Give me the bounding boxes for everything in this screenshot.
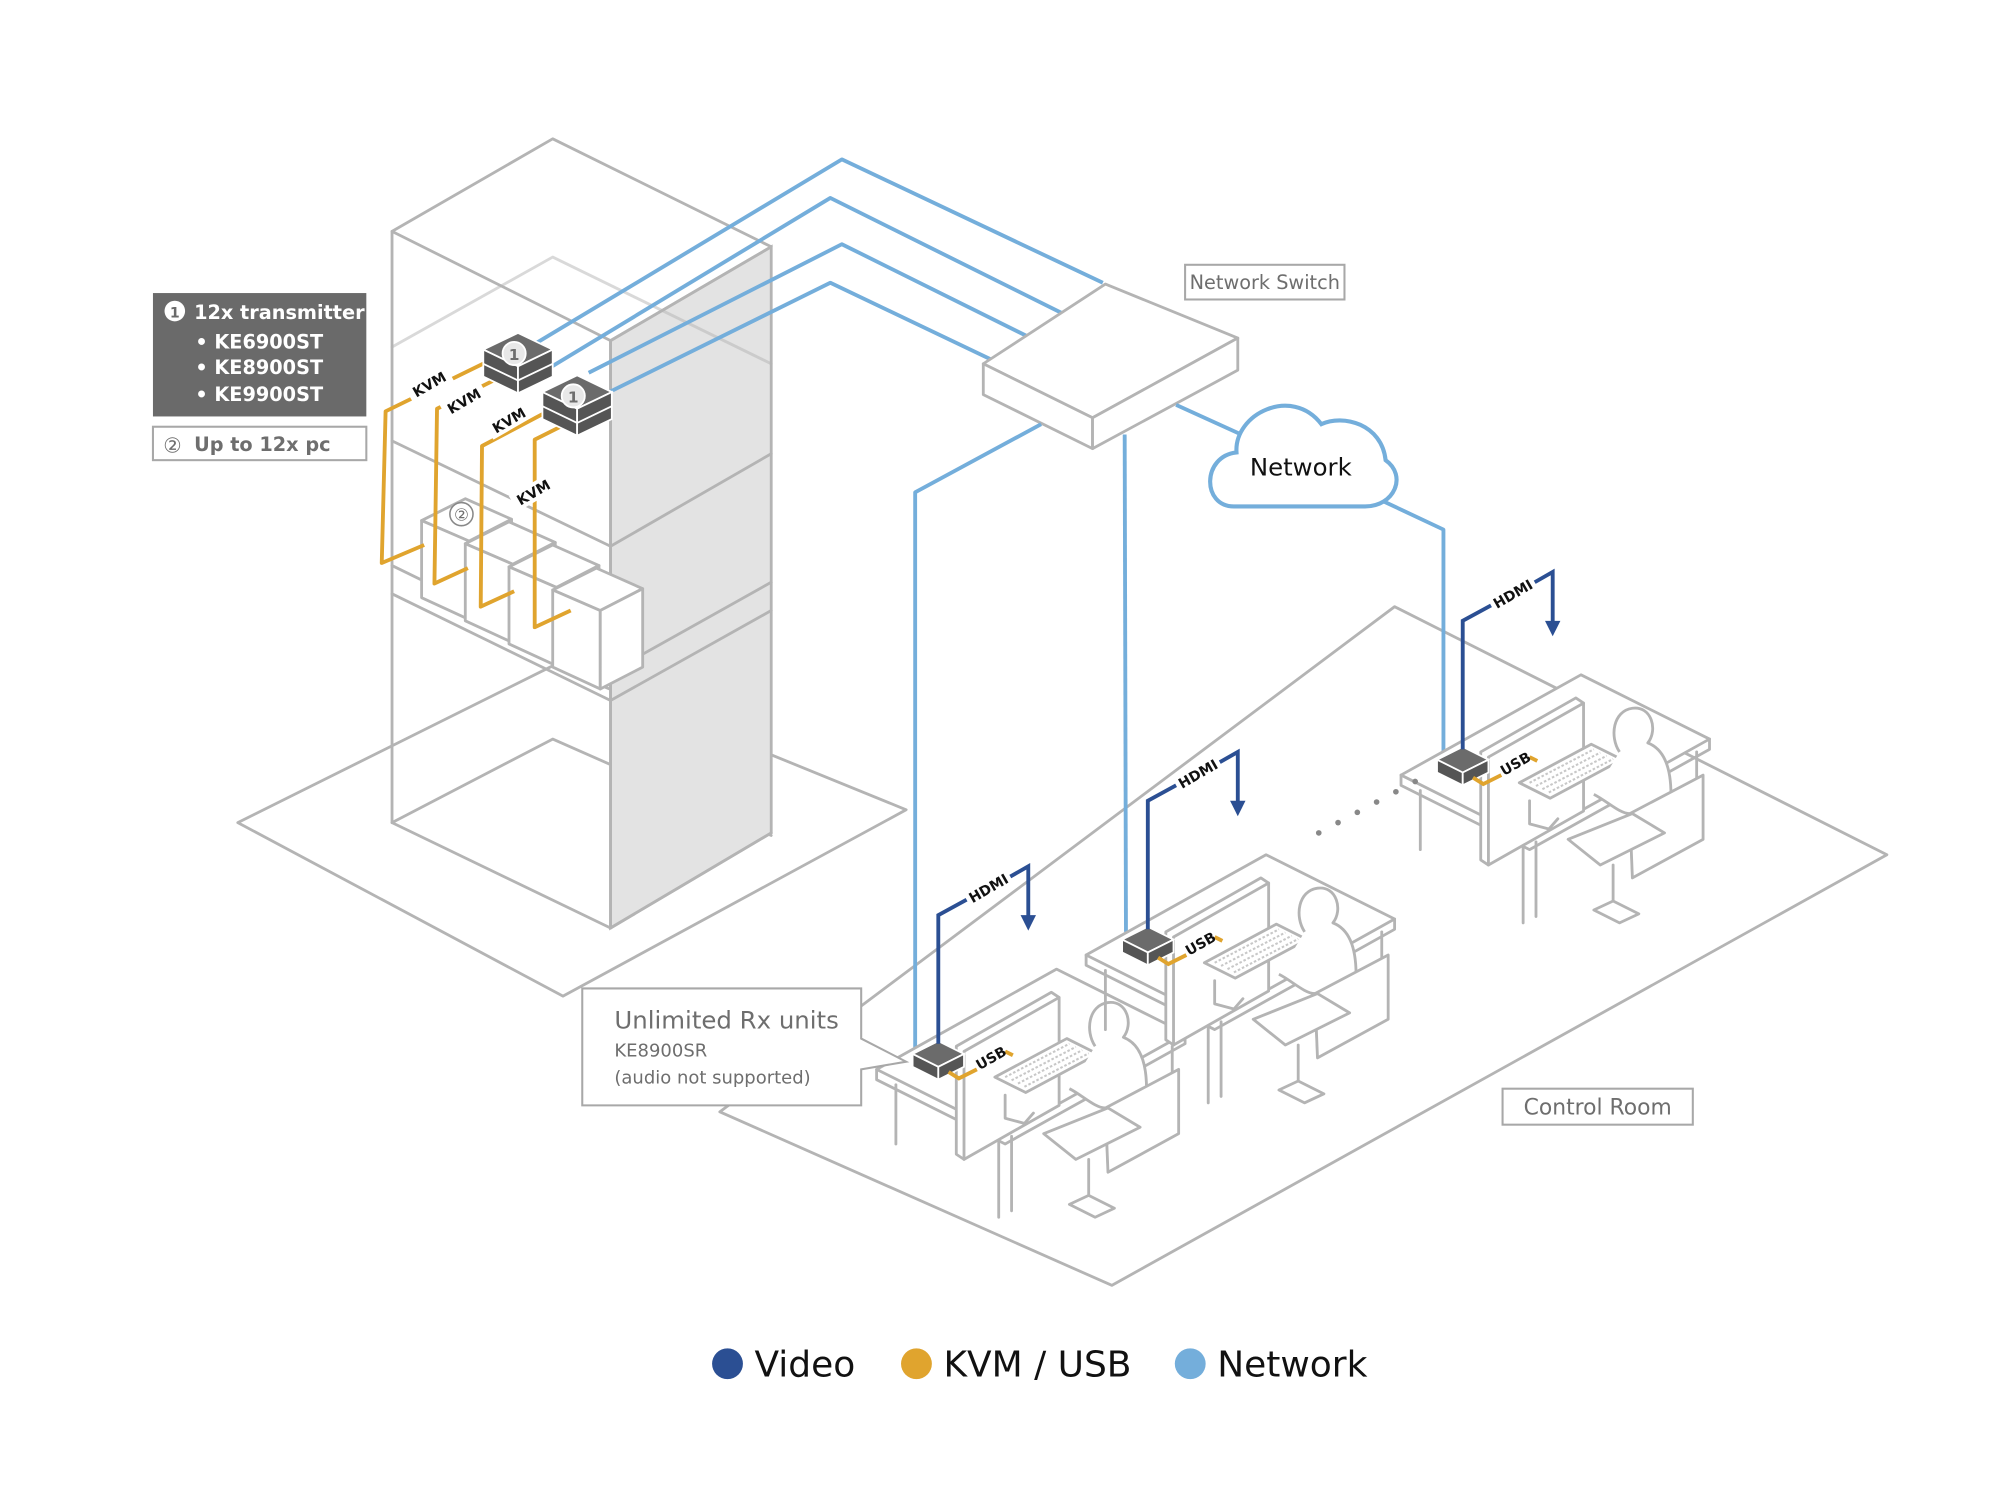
usb-cable	[947, 1067, 978, 1081]
legend: Video KVM / USB Network	[712, 1345, 1368, 1386]
legend-swatch-kvm-usb	[901, 1348, 932, 1380]
transmitter-callout-title: 12x transmitter	[194, 301, 365, 324]
transmitter-unit: 1	[481, 331, 555, 395]
pc-callout-marker: ②	[163, 433, 181, 457]
legend-swatch-network	[1174, 1348, 1206, 1380]
control-room-label: Control Room	[1501, 1087, 1694, 1126]
hdmi-cable	[1218, 748, 1240, 806]
usb-cable	[1157, 953, 1188, 967]
usb-cable	[1004, 1049, 1014, 1057]
receiver-callout-note: (audio not supported)	[614, 1068, 810, 1089]
hdmi-arrow-icon	[1230, 800, 1246, 817]
network-switch-label-text: Network Switch	[1190, 271, 1340, 294]
receiver-callout-title: Unlimited Rx units	[614, 1005, 838, 1034]
pc-marker-circle	[449, 501, 474, 527]
hdmi-cable	[936, 898, 968, 1044]
hdmi-cable	[1533, 568, 1555, 626]
more-workstations-dots	[1315, 778, 1418, 836]
receiver-callout-model: KE8900SR	[614, 1041, 707, 1062]
chair	[1042, 1067, 1181, 1219]
pc-callout-label: Up to 12x pc	[194, 433, 330, 456]
legend-label-kvm-usb: KVM / USB	[943, 1345, 1131, 1386]
rack-top	[390, 137, 773, 343]
keyboard	[1202, 922, 1309, 980]
transmitter-marker: 1	[568, 388, 579, 406]
pc-callout: ② Up to 12x pc	[151, 425, 368, 462]
hdmi-arrow-icon	[1020, 915, 1036, 931]
pc-marker: ②	[454, 505, 469, 525]
legend-item-video: Video	[712, 1345, 855, 1386]
server-room-floor	[236, 664, 908, 998]
hdmi-cable	[1460, 603, 1492, 750]
network-cables-uplink	[528, 157, 1104, 401]
network-cloud: Network	[1208, 403, 1399, 509]
receiver-unit	[1435, 745, 1491, 787]
legend-label-video: Video	[754, 1345, 855, 1386]
transmitter-model: • KE6900ST	[195, 330, 324, 353]
hdmi-label: HDMI	[1176, 757, 1221, 792]
legend-item-network: Network	[1174, 1345, 1368, 1386]
receiver-unit	[1120, 925, 1176, 967]
usb-cable	[1528, 755, 1539, 763]
network-switch-label: Network Switch	[1184, 263, 1346, 301]
hdmi-arrow-icon	[1544, 620, 1561, 637]
control-room-label-text: Control Room	[1524, 1095, 1672, 1120]
keyboard	[1517, 742, 1624, 800]
transmitter-model: • KE9900ST	[195, 383, 324, 406]
transmitter-callout-marker: 1	[170, 305, 180, 321]
hdmi-cable	[1145, 783, 1178, 930]
network-cables-downlink	[913, 403, 1446, 1057]
receiver-unit	[910, 1040, 967, 1082]
control-room-floor	[718, 605, 1889, 1287]
transmitter-model: • KE8900ST	[195, 356, 324, 379]
transmitter-marker: 1	[509, 346, 520, 364]
transmitter-callout: 1 12x transmitter • KE6900ST • KE8900ST …	[152, 293, 367, 417]
usb-cable	[1471, 773, 1503, 787]
usb-cable	[1213, 935, 1224, 943]
chair	[1566, 773, 1705, 925]
chair	[1251, 953, 1390, 1105]
network-cloud-label: Network	[1250, 453, 1353, 482]
pc-4	[551, 566, 645, 691]
legend-item-kvm-usb: KVM / USB	[901, 1345, 1131, 1386]
receiver-callout: Unlimited Rx units KE8900SR (audio not s…	[581, 987, 910, 1107]
hdmi-label: HDMI	[1491, 577, 1536, 612]
transmitter-unit: 1	[540, 374, 614, 438]
hdmi-label: HDMI	[966, 872, 1011, 907]
hdmi-cable	[1009, 863, 1031, 921]
legend-label-network: Network	[1217, 1345, 1367, 1386]
network-switch	[981, 282, 1240, 450]
legend-swatch-video	[712, 1348, 743, 1380]
